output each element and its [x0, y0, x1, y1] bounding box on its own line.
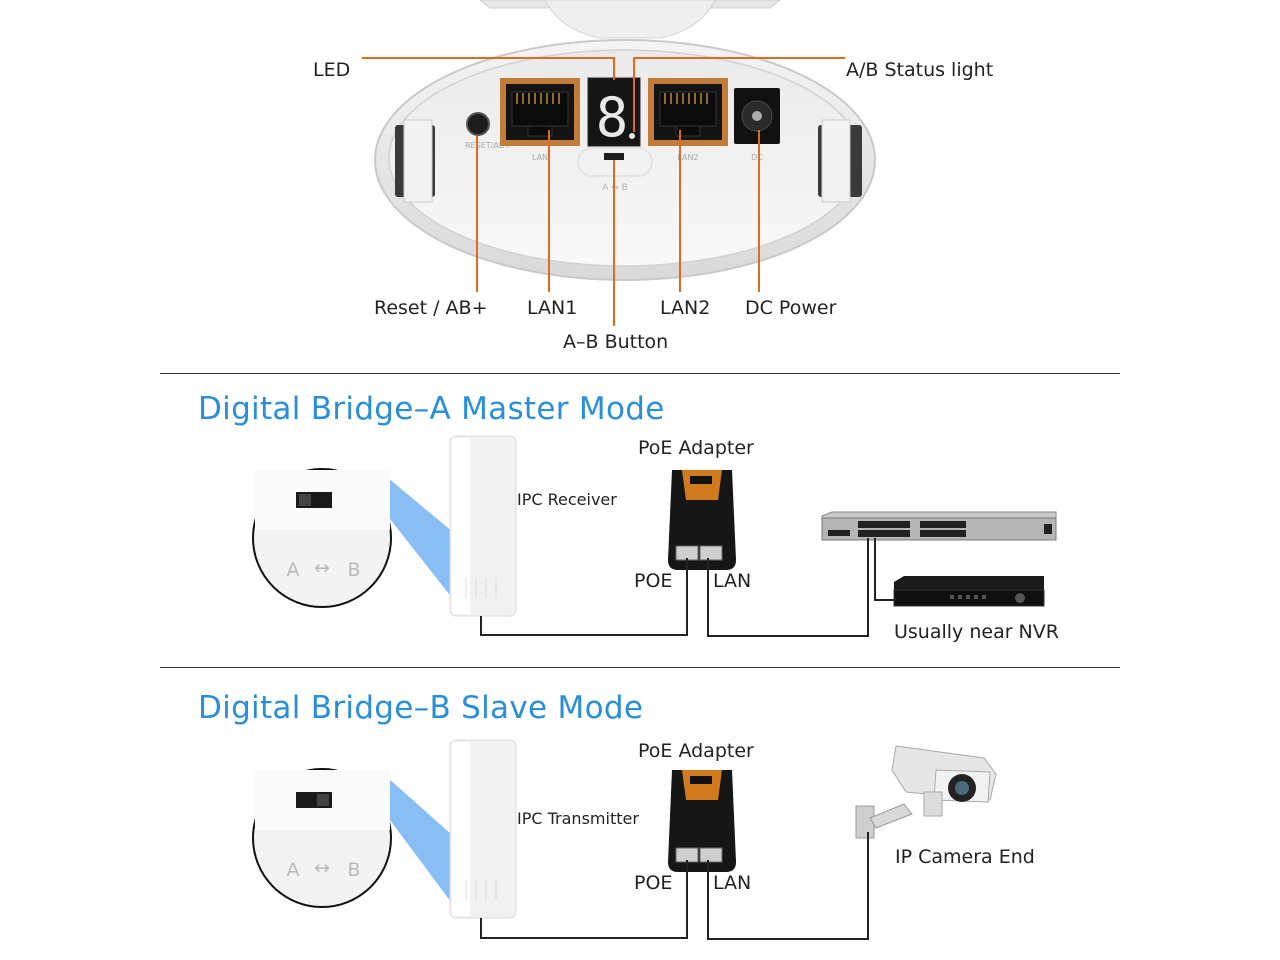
svg-text:A: A — [287, 559, 300, 581]
callout-lan1-label: LAN1 — [527, 297, 578, 319]
master-zoom-switch-detail: A ↔ B — [252, 468, 392, 608]
callout-ab-button-label: A–B Button — [563, 331, 669, 353]
slave-mode-heading: Digital Bridge–B Slave Mode — [198, 690, 644, 726]
slave-lan-port-label: LAN — [713, 872, 752, 894]
reset-port-print: RESET/AB+ — [465, 141, 511, 150]
svg-text:8: 8 — [596, 86, 629, 149]
master-lan-port-label: LAN — [713, 570, 752, 592]
svg-text:B: B — [347, 559, 360, 581]
section-divider-middle — [160, 667, 1120, 668]
cctv-camera-icon — [855, 745, 997, 839]
svg-text:↔: ↔ — [314, 557, 330, 579]
slave-mode-diagram: A ↔ B — [252, 739, 997, 940]
slave-bridge-unit-icon — [449, 739, 517, 919]
callout-lan2-label: LAN2 — [660, 297, 711, 319]
master-unit-label: IPC Receiver — [517, 490, 617, 509]
lan1-port-print: LAN — [532, 153, 548, 162]
master-nvr-note: Usually near NVR — [894, 621, 1059, 643]
slave-unit-label: IPC Transmitter — [517, 809, 639, 828]
master-poe-port-label: POE — [634, 570, 673, 592]
svg-text:B: B — [347, 859, 360, 881]
master-mode-heading: Digital Bridge–A Master Mode — [198, 391, 665, 427]
master-poe-injector-icon — [668, 470, 736, 570]
ab-slide-switch-icon — [604, 153, 624, 160]
device-port-panel-illustration: RESET/AB+ LAN 8 A ↔ B — [362, 0, 876, 326]
callout-reset-label: Reset / AB+ — [374, 297, 488, 319]
section-divider-top — [160, 373, 1120, 374]
master-bridge-unit-icon — [449, 435, 517, 617]
dc-jack-icon — [734, 88, 780, 144]
seven-segment-led-icon: 8 — [587, 77, 641, 149]
svg-text:A: A — [287, 859, 300, 881]
master-mode-diagram: A ↔ B — [252, 435, 1057, 637]
master-cables — [480, 538, 896, 637]
callout-ab-status-light-label: A/B Status light — [846, 59, 994, 81]
slave-poe-adapter-label: PoE Adapter — [638, 740, 754, 762]
slave-cables — [480, 832, 869, 940]
slave-poe-port-label: POE — [634, 872, 673, 894]
master-poe-adapter-label: PoE Adapter — [638, 437, 754, 459]
reset-button-icon — [466, 112, 490, 136]
svg-text:↔: ↔ — [314, 857, 330, 879]
slave-camera-note: IP Camera End — [895, 846, 1035, 868]
slave-zoom-switch-detail: A ↔ B — [252, 768, 392, 908]
lan2-port-icon — [648, 78, 728, 146]
slave-poe-injector-icon — [668, 770, 736, 872]
callout-dc-power-label: DC Power — [745, 297, 837, 319]
dc-port-print: DC — [751, 153, 763, 162]
nvr-recorder-icon — [893, 576, 1045, 607]
lan1-port-icon — [500, 78, 580, 146]
network-switch-icon — [821, 511, 1057, 541]
lan2-port-print: LAN2 — [677, 153, 698, 162]
callout-led-label: LED — [313, 59, 351, 81]
callout-lines — [362, 57, 845, 326]
